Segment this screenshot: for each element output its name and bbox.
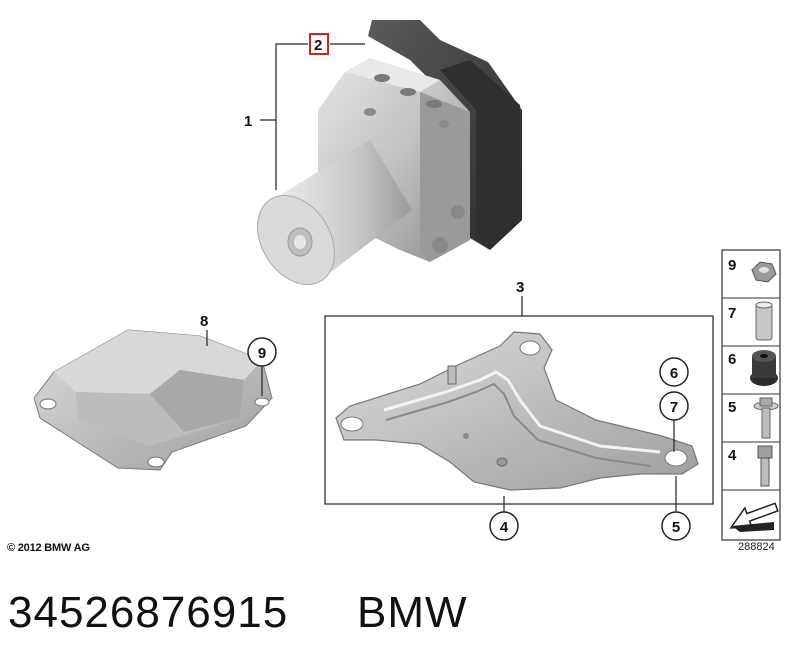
side-item-5-num: 5 (728, 399, 736, 416)
sleeve-icon (755, 301, 773, 341)
circled-9-cu-label: 9 (258, 345, 266, 362)
nut-icon (751, 261, 777, 283)
side-item-6-num: 6 (728, 351, 736, 368)
circled-5 (661, 511, 691, 541)
circled-4 (489, 511, 519, 541)
rubber-mount-icon (750, 350, 778, 386)
circled-4-label: 4 (500, 519, 509, 536)
brand: BMW (357, 588, 468, 637)
side-item-7-num: 7 (728, 305, 736, 322)
circled-7-label: 7 (670, 399, 678, 416)
bracket-frame (324, 315, 714, 505)
collar-bolt-icon (753, 397, 779, 439)
mounting-bracket (335, 331, 699, 491)
callout-3: 3 (516, 279, 524, 296)
leader-1 (260, 43, 365, 190)
abs-hydraulic-unit (257, 20, 522, 286)
side-item-9-num: 9 (728, 257, 736, 274)
side-item-4-num: 4 (728, 447, 737, 464)
callout-1: 1 (244, 113, 252, 130)
callout-2: 2 (314, 37, 322, 54)
circled-6 (659, 357, 689, 387)
hex-bolt-icon (757, 445, 773, 487)
part-number: 34526876915 (8, 588, 289, 637)
side-panel: 9 7 6 5 4 (721, 249, 781, 541)
control-unit (33, 329, 273, 471)
diagram-id: 288824 (738, 541, 775, 553)
callout-8: 8 (200, 313, 208, 330)
copyright: © 2012 BMW AG (7, 542, 90, 554)
circled-5-label: 5 (672, 519, 680, 536)
direction-arrow-icon (729, 502, 779, 532)
circled-6-label: 6 (670, 365, 678, 382)
callout-2-highlight (309, 33, 329, 55)
